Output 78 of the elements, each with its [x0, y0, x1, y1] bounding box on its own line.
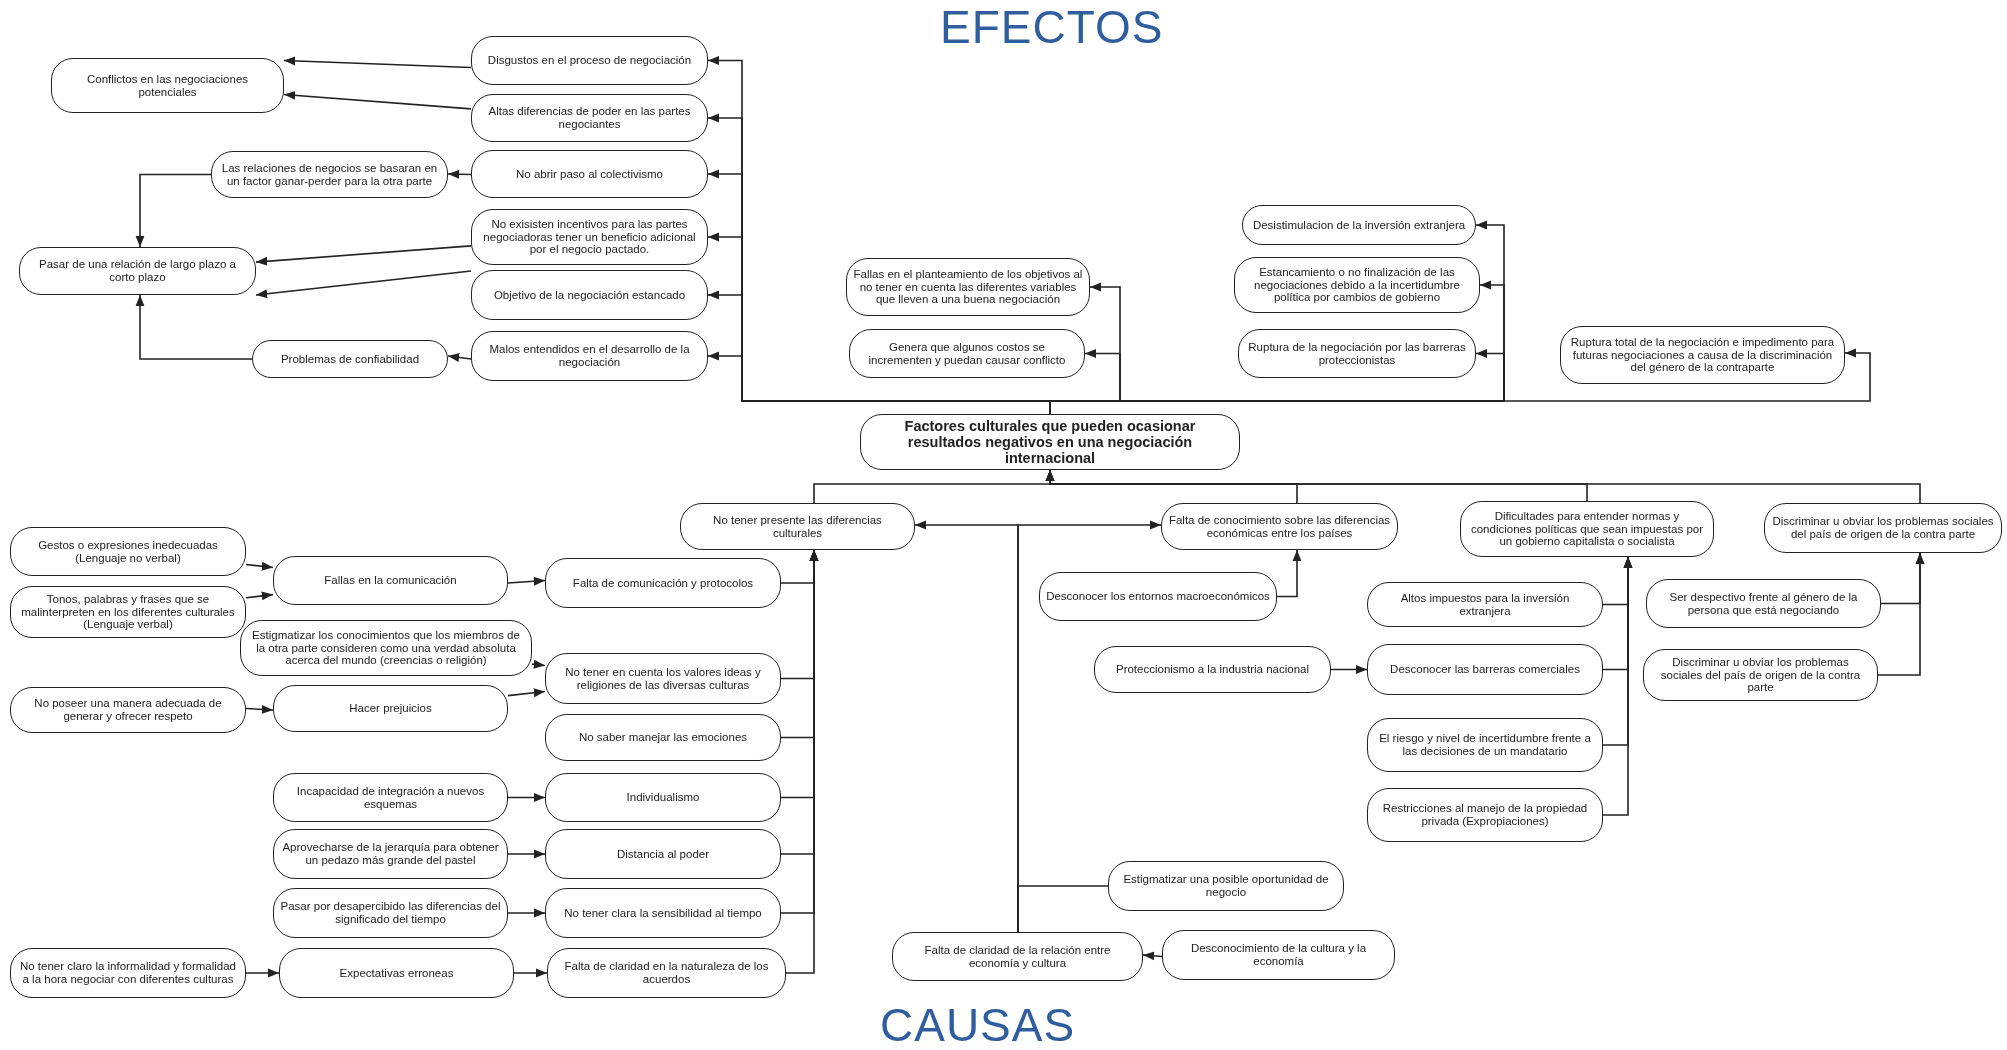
rounded-box: Incapacidad de integración a nuevos esquemas: [273, 773, 508, 822]
rounded-box: Las relaciones de negocios se basaran en un factor ganar-perder para la otra parte: [211, 151, 448, 198]
arrow: [507, 688, 546, 698]
rounded-box: Pasar por desapercibido las diferencias del significado del tiempo: [273, 888, 508, 938]
rounded-box: Restricciones al manejo de la propiedad privada (Expropiaciones): [1367, 788, 1603, 842]
rounded-box: Fallas en la comunicación: [273, 556, 508, 605]
arrow: [531, 659, 546, 669]
rounded-box: Conflictos en las negociaciones potenciales: [51, 58, 284, 113]
rounded-box: Estancamiento o no finalización de las negociaciones debido a la incertidumbre política por cambios de gobierno: [1234, 257, 1480, 313]
arrow: [283, 90, 472, 110]
rounded-box: Estigmatizar los conocimientos que los miembros de la otra parte consideren como una verdad absoluta acerca del mundo (creencias o religión): [240, 620, 532, 676]
rounded-box: Falta de claridad de la relación entre economía y cultura: [892, 932, 1143, 981]
rounded-box: Falta de comunicación y protocolos: [545, 558, 781, 608]
arrow: [507, 849, 546, 859]
rounded-box: Objetivo de la negociación estancado: [471, 270, 708, 320]
rounded-box: El riesgo y nivel de incertidumbre frente a las decisiones de un mandatario: [1367, 718, 1603, 772]
rounded-box: Pasar de una relación de largo plazo a corto plazo: [19, 247, 256, 295]
rounded-box: Proteccionismo a la industria nacional: [1094, 646, 1331, 693]
arrow: [785, 549, 819, 974]
section-heading: CAUSAS: [880, 1002, 1076, 1048]
arrow: [1045, 469, 1921, 504]
arrow: [507, 576, 546, 586]
rounded-box: Tonos, palabras y frases que se malinterpreten en los diferentes culturales (Lenguaje verbal): [10, 586, 246, 638]
rounded-box: Ruptura de la negociación por las barreras proteccionistas: [1238, 329, 1476, 378]
rounded-box: No tener presente las diferencias culturales: [680, 503, 915, 550]
rounded-box: Disgustos en el proceso de negociación: [471, 36, 708, 85]
arrow: [1877, 552, 1925, 676]
rounded-box: No abrir paso al colectivismo: [471, 150, 708, 198]
rounded-box: Distancia al poder: [545, 829, 781, 879]
arrow: [255, 245, 472, 266]
rounded-box: Desconocer los entornos macroeconómicos: [1039, 572, 1277, 621]
arrow: [447, 353, 472, 362]
arrow: [245, 561, 274, 571]
rounded-box: Hacer prejuicios: [273, 685, 508, 732]
arrow: [507, 793, 546, 802]
rounded-box: Estigmatizar una posible oportunidad de negocio: [1108, 861, 1344, 911]
arrow: [447, 169, 472, 179]
rounded-box: Malos entendidos en el desarrollo de la negociación: [471, 331, 708, 381]
rounded-box: Genera que algunos costos se incrementen y puedan causar conflicto: [849, 329, 1085, 378]
arrow: [255, 270, 472, 299]
rounded-box: Discriminar u obviar los problemas sociales del país de origen de la contra parte: [1764, 503, 2002, 553]
arrow: [245, 704, 274, 714]
rounded-box: Aprovecharse de la jerarquía para obtener un pedazo más grande del pastel: [273, 829, 508, 879]
rounded-box: Desistimulacion de la inversión extranjera: [1242, 205, 1476, 245]
rounded-box: Expectativas erroneas: [279, 948, 514, 998]
arrow: [283, 56, 472, 69]
rounded-box: Altas diferencias de poder en las partes negociantes: [471, 94, 708, 142]
rounded-box: No tener en cuenta los valores ideas y religiones de las diversas culturas: [545, 653, 781, 704]
rounded-box: Discriminar u obviar los problemas sociales del país de origen de la contra parte: [1643, 649, 1878, 701]
arrow: [245, 591, 274, 601]
rounded-box: Dificultades para entender normas y condiciones políticas que sean impuestas por un gobierno capitalista o socialista: [1460, 501, 1714, 557]
arrow: [135, 173, 212, 248]
section-heading: EFECTOS: [940, 4, 1164, 50]
rounded-box: Individualismo: [545, 773, 781, 822]
arrow: [513, 968, 548, 978]
rounded-box: Falta de claridad en la naturaleza de los acuerdos: [547, 948, 786, 998]
rounded-box: No exisisten incentivos para las partes negociadoras tener un beneficio adicional por el negocio pactado.: [471, 209, 708, 265]
arrow: [1602, 556, 1633, 816]
central-problem-box: Factores culturales que pueden ocasionar resultados negativos en una negociación internacional: [860, 414, 1240, 470]
arrow: [1142, 951, 1163, 961]
rounded-box: Ser despectivo frente al género de la persona que está negociando: [1646, 579, 1881, 628]
arrow: [1330, 665, 1368, 674]
rounded-box: No poseer una manera adecuada de generar y ofrecer respeto: [10, 687, 246, 733]
arrow: [507, 908, 546, 918]
rounded-box: No saber manejar las emociones: [545, 714, 781, 761]
rounded-box: Desconocimiento de la cultura y la economía: [1162, 930, 1395, 980]
rounded-box: No tener claro la informalidad y formalidad a la hora negociar con diferentes culturas: [10, 948, 246, 998]
rounded-box: Problemas de confiabilidad: [252, 340, 448, 378]
rounded-box: Ruptura total de la negociación e impedimento para futuras negociaciones a causa de la discriminación del género de la contraparte: [1560, 326, 1845, 384]
arrow: [245, 968, 280, 978]
rounded-box: Gestos o expresiones inedecuadas (Lenguaje no verbal): [10, 527, 246, 576]
rounded-box: Desconocer las barreras comerciales: [1367, 644, 1603, 695]
rounded-box: Falta de conocimiento sobre las diferencias económicas entre los países: [1161, 503, 1398, 550]
arrow: [1276, 549, 1302, 598]
rounded-box: No tener clara la sensibilidad al tiempo: [545, 888, 781, 938]
arrow: [135, 294, 253, 360]
rounded-box: Fallas en el planteamiento de los objetivos al no tener en cuenta las diferentes variables que lleven a una buena negociación: [846, 258, 1090, 316]
rounded-box: Altos impuestos para la inversión extranjera: [1367, 582, 1603, 627]
